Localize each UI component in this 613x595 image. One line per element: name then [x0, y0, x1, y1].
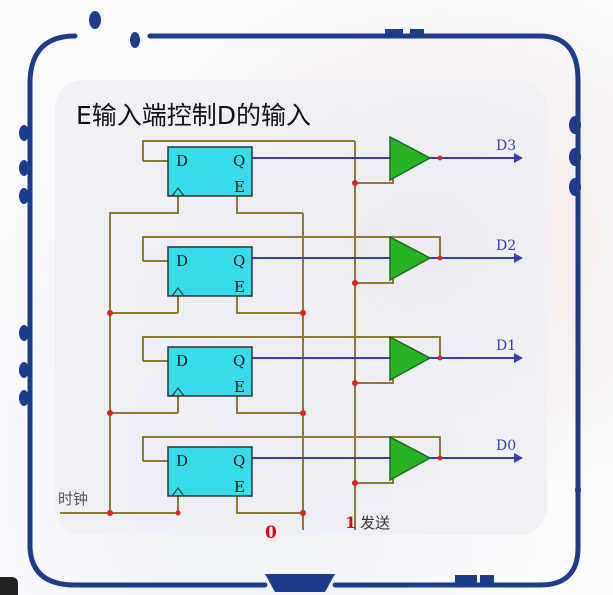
- output-arrows: [514, 153, 523, 463]
- flip-flop-1: [167, 346, 253, 397]
- buffer-0: [389, 435, 432, 482]
- ff2-e-label: E: [234, 278, 245, 296]
- ff0-q-label: Q: [233, 452, 245, 470]
- page-title: E输入端控制D的输入: [76, 101, 312, 130]
- output-label-d2: D2: [496, 238, 516, 254]
- output-label-d1: D1: [496, 338, 516, 354]
- buffer-3: [389, 135, 432, 182]
- ff3-e-label: E: [234, 178, 245, 196]
- send-label: 发送: [360, 514, 390, 532]
- ff0-d-label: D: [176, 452, 188, 470]
- content-panel: [55, 80, 547, 535]
- ff3-d-label: D: [176, 152, 188, 170]
- junctions: [107, 155, 443, 516]
- flip-flop-0: [167, 446, 253, 497]
- corner-tag: [0, 577, 18, 595]
- ff0-e-label: E: [234, 478, 245, 496]
- olive-wires: [60, 140, 441, 530]
- ff1-q-label: Q: [233, 352, 245, 370]
- ff1-d-label: D: [176, 352, 188, 370]
- ff2-d-label: D: [176, 252, 188, 270]
- ff2-q-label: Q: [233, 252, 245, 270]
- e-control-value: 0: [265, 523, 277, 543]
- buffer-1: [389, 335, 432, 382]
- buffers: [389, 135, 432, 482]
- output-label-d0: D0: [496, 438, 516, 454]
- clock-label: 时钟: [58, 490, 88, 508]
- send-value: 1: [345, 513, 356, 532]
- ff3-q-label: Q: [233, 152, 245, 170]
- ff1-e-label: E: [234, 378, 245, 396]
- buffer-2: [389, 235, 432, 282]
- output-label-d3: D3: [496, 138, 516, 154]
- clock-bus: [109, 196, 179, 513]
- flip-flop-2: [167, 246, 253, 297]
- frame-bottom-tab: [265, 574, 335, 592]
- flip-flop-3: [167, 146, 253, 197]
- blue-wires: [252, 157, 514, 459]
